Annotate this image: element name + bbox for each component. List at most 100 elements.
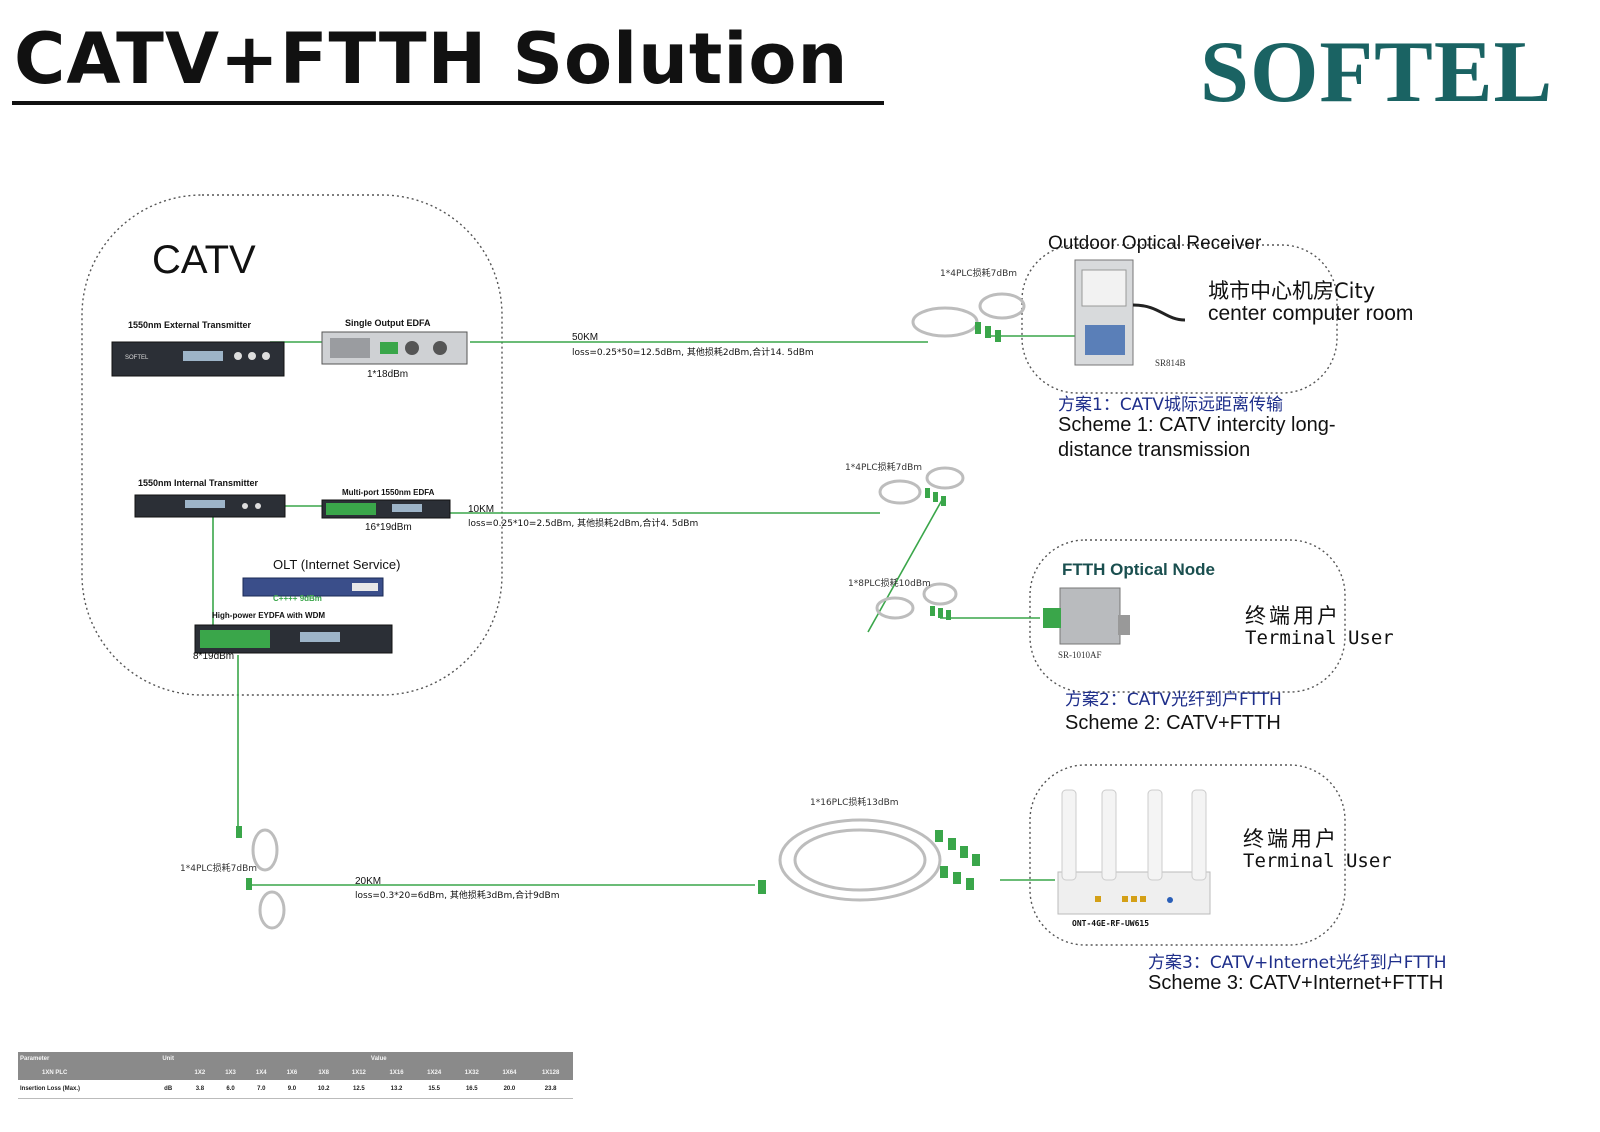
table-cell: 23.8 <box>528 1080 573 1099</box>
splitter-s4-coil-b <box>258 890 286 930</box>
catv-region <box>81 194 503 696</box>
single-edfa-label: Single Output EDFA <box>345 318 431 328</box>
table-cell: 7.0 <box>245 1080 277 1099</box>
table-row: Insertion Loss (Max.) dB 3.8 6.0 7.0 9.0… <box>18 1080 573 1099</box>
ftth-node-device <box>1043 587 1130 645</box>
splitter-connectors <box>236 322 1001 894</box>
splitter-s2-label: 1*4PLC损耗7dBm <box>845 463 923 473</box>
table-subheader-cell: 1X64 <box>490 1066 529 1080</box>
link3-distance: 20KM <box>355 876 382 887</box>
table-subheader-cell: 1X32 <box>452 1066 491 1080</box>
scheme2-title-en: Scheme 2: CATV+FTTH <box>1065 712 1281 734</box>
table-cell: 16.5 <box>452 1080 491 1099</box>
catv-label: CATV <box>152 238 256 282</box>
plc-loss-table: Parameter Unit Value 1XN PLC 1X2 1X3 1X4… <box>18 1052 573 1099</box>
splitter-s2-coil-b <box>925 466 965 490</box>
scheme3-user-en: Terminal User <box>1243 850 1392 872</box>
splitter-s4-coil <box>251 828 279 872</box>
single-edfa-power: 1*18dBm <box>367 369 409 380</box>
table-header-unit: Unit <box>151 1052 185 1066</box>
splitter-s3-coil <box>875 596 915 620</box>
splitter-s3-coil-b <box>922 582 958 606</box>
table-subheader-spacer <box>151 1066 185 1080</box>
ext-tx-label: 1550nm External Transmitter <box>128 320 252 330</box>
splitter-s1-coil-b <box>978 292 1026 320</box>
table-cell: 9.0 <box>276 1080 308 1099</box>
splitter-s5-coil-b <box>793 828 927 892</box>
plc-splitters <box>251 292 1026 930</box>
table-subheader-cell: 1X12 <box>340 1066 378 1080</box>
title-underline <box>12 101 884 105</box>
splitter-s5-label: 1*16PLC损耗13dBm <box>810 798 899 808</box>
multi-edfa-power: 16*19dBm <box>365 522 412 533</box>
table-subheader-cell: 1X16 <box>377 1066 416 1080</box>
table-cell: 15.5 <box>415 1080 453 1099</box>
scheme2-region <box>1029 539 1346 693</box>
table-subheader-cell: 1X128 <box>528 1066 573 1080</box>
scheme3-title-cn: 方案3：CATV+Internet光纤到户FTTH <box>1148 953 1447 973</box>
ont-router <box>1057 789 1211 915</box>
table-cell: 12.5 <box>340 1080 378 1099</box>
splitter-s2-coil <box>878 479 922 505</box>
ext-tx-brand: SOFTEL <box>125 355 149 361</box>
scheme1-title-en-line2: distance transmission <box>1058 439 1251 461</box>
scheme2-title-cn: 方案2：CATV光纤到户FTTH <box>1065 690 1282 710</box>
splitter-s3-label: 1*8PLC损耗10dBm <box>848 579 931 589</box>
olt-device <box>242 577 384 597</box>
link2-distance: 10KM <box>468 504 495 515</box>
olt-label: OLT (Internet Service) <box>273 557 401 572</box>
link2-loss: loss=0.25*10=2.5dBm, 其他损耗2dBm,合计4. 5dBm <box>468 519 699 529</box>
eydfa-power: 8*19dBm <box>193 651 235 662</box>
table-header-parameter: Parameter <box>18 1052 152 1066</box>
table-subheader-cell: 1X2 <box>184 1066 216 1080</box>
table-row-unit: dB <box>151 1080 185 1099</box>
table-row-label: Insertion Loss (Max.) <box>18 1080 152 1099</box>
table-header-value: Value <box>184 1052 573 1066</box>
splitter-s5-coil <box>778 818 942 902</box>
table-subheader-row: 1XN PLC 1X2 1X3 1X4 1X6 1X8 1X12 1X16 1X… <box>18 1066 573 1080</box>
scheme2-user-cn: 终端用户 <box>1245 604 1341 628</box>
table-cell: 6.0 <box>215 1080 246 1099</box>
link1-loss: loss=0.25*50=12.5dBm, 其他损耗2dBm,合计14. 5dB… <box>572 348 814 358</box>
brand-logo: SOFTEL <box>1200 24 1554 121</box>
scheme1-location-cn: 城市中心机房City <box>1208 279 1376 303</box>
table-subheader-cell: 1X8 <box>307 1066 341 1080</box>
link1-distance: 50KM <box>572 332 599 343</box>
scheme3-title-en: Scheme 3: CATV+Internet+FTTH <box>1148 972 1444 994</box>
table-subheader-cell: 1X6 <box>276 1066 308 1080</box>
int-tx-label: 1550nm Internal Transmitter <box>138 478 259 488</box>
scheme1-region <box>1021 244 1338 394</box>
table-subheader-cell: 1XN PLC <box>18 1066 152 1080</box>
splitter-s4-label: 1*4PLC损耗7dBm <box>180 864 258 874</box>
eydfa-label: High-power EYDFA with WDM <box>212 611 326 620</box>
scheme1-location-en: center computer room <box>1208 302 1414 325</box>
table-subheader-cell: 1X4 <box>245 1066 277 1080</box>
scheme1-title-cn: 方案1：CATV城际远距离传输 <box>1058 395 1284 415</box>
receiver-title: Outdoor Optical Receiver <box>1048 233 1262 254</box>
olt-power: C++++ 9dBm <box>273 594 322 603</box>
outdoor-receiver <box>1074 259 1186 366</box>
splitter-s1-coil <box>911 306 979 338</box>
node-title: FTTH Optical Node <box>1062 560 1215 579</box>
single-output-edfa <box>321 331 468 365</box>
table-subheader-cell: 1X24 <box>415 1066 453 1080</box>
ont-model: ONT-4GE-RF-UW615 <box>1072 919 1150 928</box>
scheme3-region <box>1029 764 1346 946</box>
scheme3-user-cn: 终端用户 <box>1243 827 1339 851</box>
multiport-edfa <box>321 499 451 519</box>
scheme1-title-en-line1: Scheme 1: CATV intercity long- <box>1058 414 1336 436</box>
splitter-s1-label: 1*4PLC损耗7dBm <box>940 269 1018 279</box>
internal-transmitter <box>134 494 286 518</box>
scheme2-user-en: Terminal User <box>1245 627 1394 649</box>
table-subheader-cell: 1X3 <box>215 1066 246 1080</box>
table-cell: 13.2 <box>377 1080 416 1099</box>
receiver-model: SR814B <box>1155 358 1186 368</box>
table-header-row: Parameter Unit Value <box>18 1052 573 1066</box>
table-cell: 20.0 <box>490 1080 529 1099</box>
page-title: CATV+FTTH Solution <box>14 18 849 100</box>
table-cell: 10.2 <box>307 1080 341 1099</box>
fiber-splitter-cascade <box>867 499 943 633</box>
eydfa-device <box>194 624 393 654</box>
link3-loss: loss=0.3*20=6dBm, 其他损耗3dBm,合计9dBm <box>355 891 560 901</box>
